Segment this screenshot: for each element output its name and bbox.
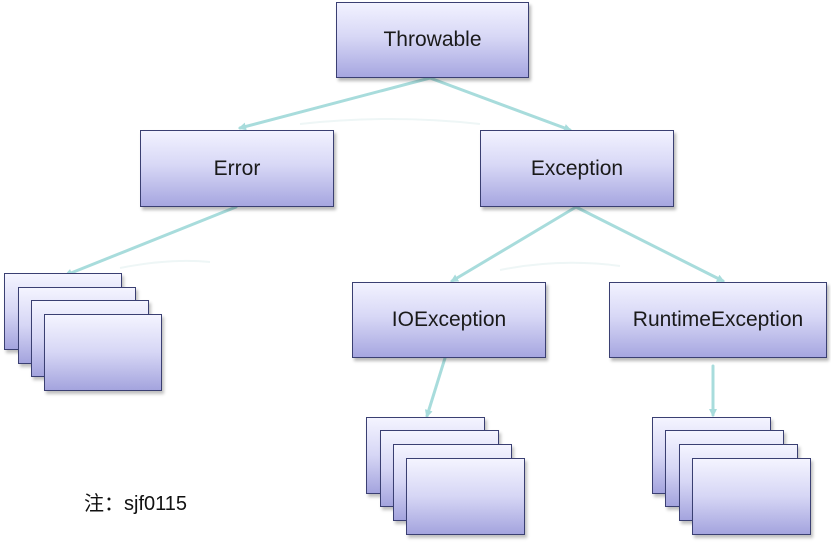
node-label: Exception [530, 156, 624, 180]
arrow-error-to-subclasses [64, 205, 238, 277]
node-ioexception: IOException [352, 282, 546, 358]
node-label: Throwable [383, 28, 482, 51]
node-throwable: Throwable [336, 2, 529, 78]
node-label: RuntimeException [632, 308, 804, 331]
node-runtimeexception: RuntimeException [609, 282, 827, 358]
arrow-throwable-to-exception [428, 76, 572, 132]
author-note: 注：sjf0115 [84, 487, 187, 516]
arrow-exception-to-ioexception [450, 205, 578, 283]
stack-card [406, 458, 525, 535]
decorative-arc [299, 118, 481, 125]
stack-card [44, 314, 162, 391]
decorative-arc [499, 261, 621, 271]
stack-card [692, 458, 811, 535]
node-label: IOException [391, 308, 507, 331]
arrow-throwable-to-error [238, 76, 432, 131]
node-error: Error [140, 130, 334, 207]
arrow-ioexception-to-subclasses [424, 356, 447, 418]
note-author: sjf0115 [124, 493, 188, 515]
decorative-arc [119, 259, 211, 269]
node-label: Error [213, 156, 261, 180]
node-exception: Exception [480, 130, 674, 207]
arrow-exception-to-runtimeexception [574, 205, 725, 283]
note-prefix: 注： [84, 491, 124, 515]
